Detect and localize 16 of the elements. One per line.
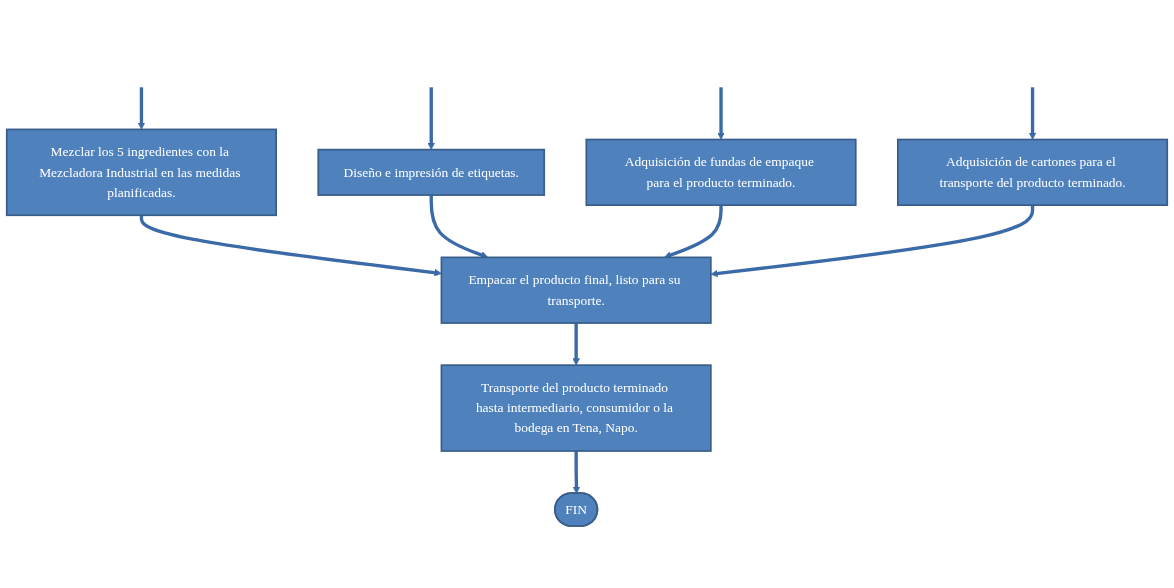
node-box: Adquisición de fundas de empaque para el producto terminado. xyxy=(585,138,857,206)
arrow xyxy=(429,195,489,259)
arrow xyxy=(139,215,442,277)
arrow xyxy=(572,451,581,494)
node-box: Empacar el producto final, listo para su transporte. xyxy=(440,256,712,324)
arrow xyxy=(137,87,146,130)
arrow xyxy=(664,205,723,259)
arrow xyxy=(717,87,725,140)
node-box: Mezclar los 5 ingredientes con la Mezcladora Industrial en las medidas planificadas. xyxy=(5,128,277,217)
node-box: Transporte del producto terminado hasta intermediario, consumidor o la bodega en Tena, Napo. xyxy=(440,364,712,452)
arrow xyxy=(710,205,1035,278)
arrow xyxy=(1028,87,1037,140)
node-box: Diseño e impresión de etiquetas. xyxy=(317,148,546,196)
node-box: Adquisición de cartones para el transporte del producto terminado. xyxy=(897,138,1169,206)
arrow xyxy=(572,323,580,366)
arrow xyxy=(427,87,435,150)
